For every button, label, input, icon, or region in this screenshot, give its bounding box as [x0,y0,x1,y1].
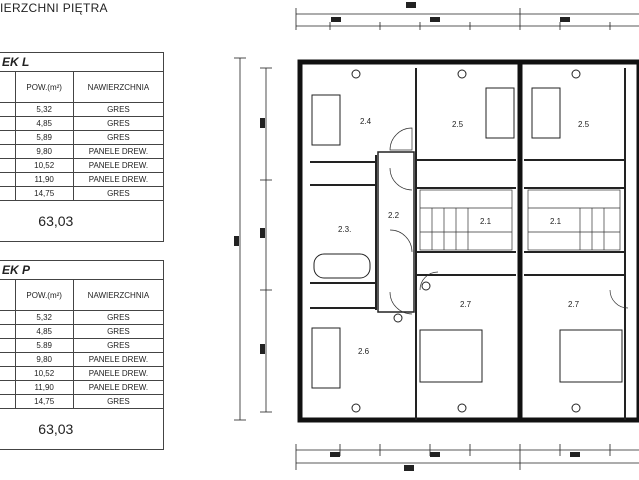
room-label: 2.7 [460,300,472,309]
header-finish: NAWIERZCHNIA [72,71,165,103]
room-label: 2.7 [568,300,580,309]
table-title: EK P [0,260,164,280]
table-total: 63,03 [38,213,74,229]
header-area: POW.(m²) [14,71,74,103]
room-label: 2.1 [480,217,492,226]
room-label: 2.5 [452,120,464,129]
header-finish: NAWIERZCHNIA [72,279,165,311]
room-label: 2.4 [360,117,372,126]
room-label: 2.1 [550,217,562,226]
room-label: 2.3. [338,225,351,234]
room-label: 2.2 [388,211,400,220]
room-label: 2.5 [578,120,590,129]
table-total: 63,03 [38,421,74,437]
room-label: 2.6 [358,347,370,356]
page-heading: IERZCHNI PIĘTRA [0,1,108,15]
